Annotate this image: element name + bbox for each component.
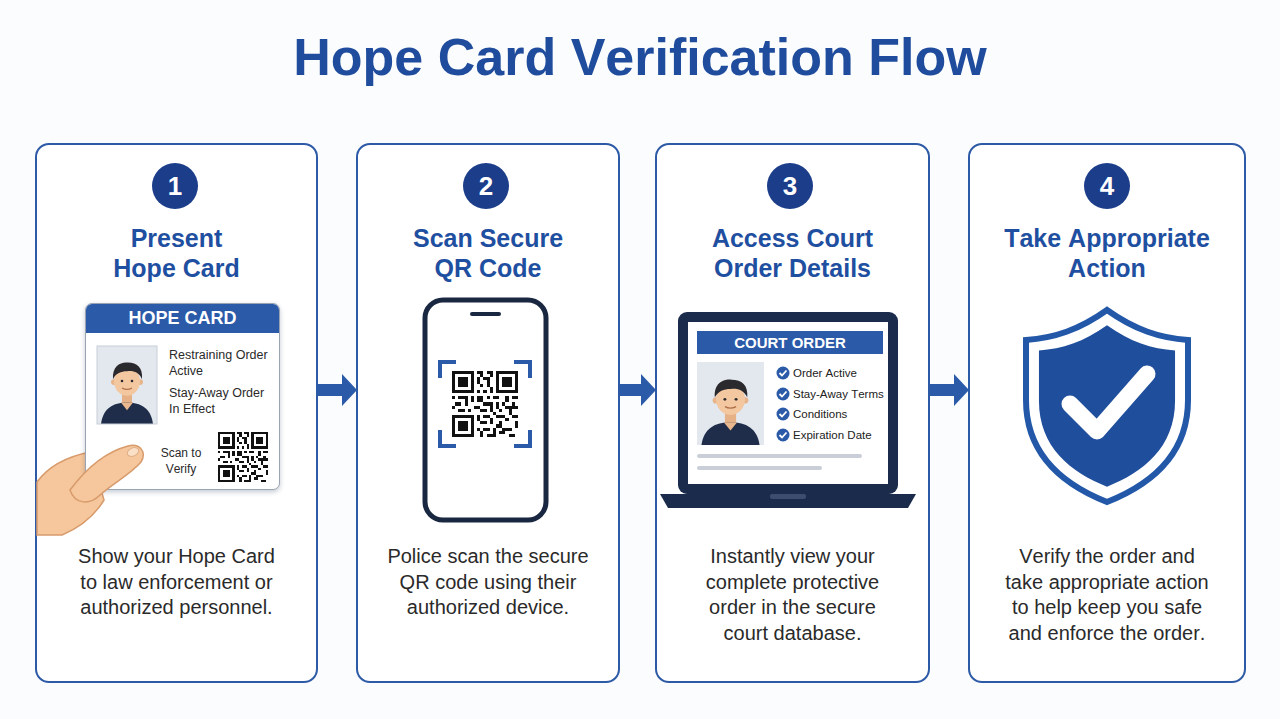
- step-panel: Take Appropriate ActionVerify the order …: [968, 143, 1246, 683]
- step-description: Instantly view your complete protective …: [698, 544, 888, 646]
- step-number: 3: [767, 163, 813, 209]
- step-description: Police scan the secure QR code using the…: [383, 544, 593, 621]
- step-number: 4: [1084, 163, 1130, 209]
- card-status: Stay-Away Order In Effect: [169, 385, 273, 417]
- step-number-badge: 2: [463, 163, 509, 209]
- checklist-item: Expiration Date: [793, 427, 893, 443]
- step-description: Show your Hope Card to law enforcement o…: [68, 544, 285, 621]
- court-order-screen: COURT ORDEROrder ActiveStay-Away TermsCo…: [688, 322, 888, 484]
- diagram-title: Hope Card Verification Flow: [0, 27, 1280, 87]
- flow-arrow: [318, 384, 342, 396]
- step-heading: Access Court Order Details: [693, 223, 893, 283]
- step-heading: Present Hope Card: [107, 223, 247, 283]
- checklist-item: Order Active: [793, 365, 893, 381]
- checklist-item: Stay-Away Terms: [793, 386, 893, 402]
- step-panel: Access Court Order DetailsInstantly view…: [655, 143, 930, 683]
- screen-header: COURT ORDER: [697, 331, 883, 354]
- flow-arrow: [620, 384, 641, 396]
- step-number: 2: [463, 163, 509, 209]
- step-panel: Scan Secure QR CodePolice scan the secur…: [356, 143, 620, 683]
- laptop-screen-frame: [678, 312, 898, 494]
- step-number-badge: 3: [767, 163, 813, 209]
- hope-card: HOPE CARD Restraining Order ActiveStay-Aw…: [85, 303, 280, 490]
- step-number: 1: [152, 163, 198, 209]
- step-number-badge: 4: [1084, 163, 1130, 209]
- step-panel: Present Hope CardShow your Hope Card to …: [35, 143, 318, 683]
- scan-hint: Scan to Verify: [155, 445, 207, 477]
- step-description: Verify the order and take appropriate ac…: [1002, 544, 1212, 646]
- step-number-badge: 1: [152, 163, 198, 209]
- step-heading: Take Appropriate Action: [992, 223, 1222, 283]
- checklist-item: Conditions: [793, 406, 893, 422]
- card-header: HOPE CARD: [85, 303, 280, 333]
- card-status: Restraining Order Active: [169, 347, 273, 379]
- flow-arrow: [930, 384, 954, 396]
- step-heading: Scan Secure QR Code: [403, 223, 573, 283]
